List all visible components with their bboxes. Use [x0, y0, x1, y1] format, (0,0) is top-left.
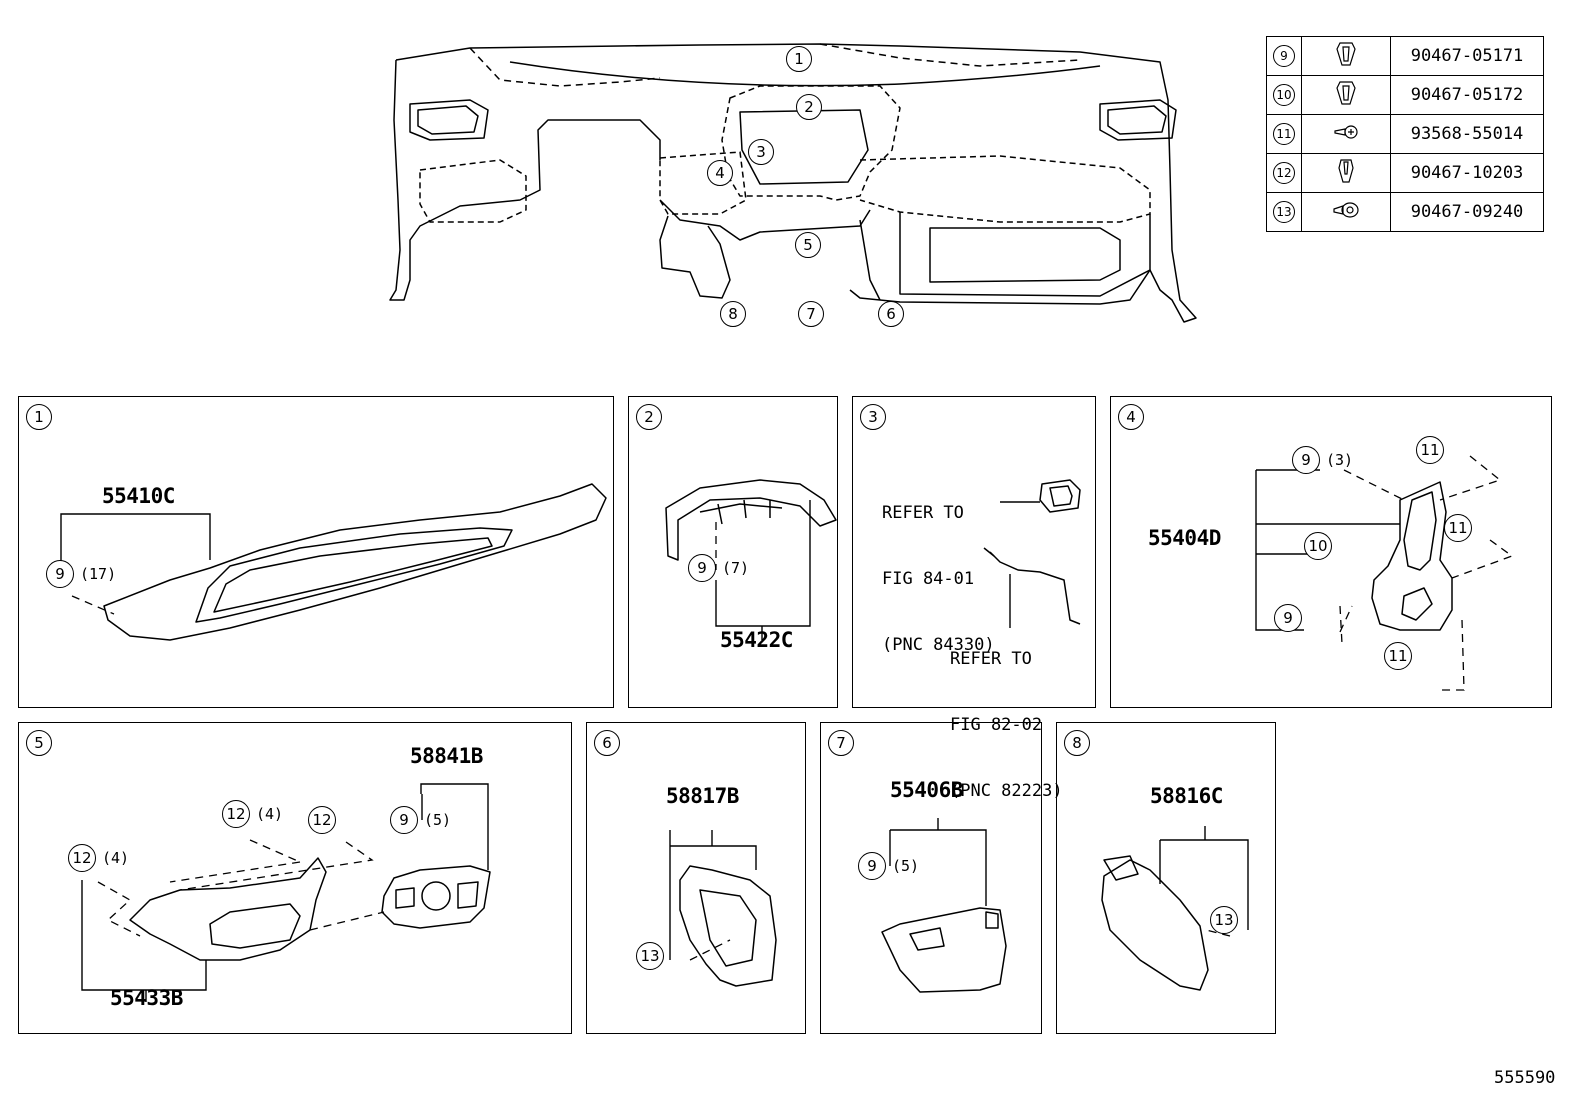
panel-7-index: 7 [828, 730, 854, 756]
clip-callout-9: 9 [1292, 446, 1320, 474]
clip-callout-9: 9 [688, 554, 716, 582]
rivet-icon [1333, 202, 1359, 218]
fastener-parts-table: 9 90467-05171 10 90467-05172 11 93568-55… [1266, 36, 1544, 232]
panel-5 [18, 722, 572, 1034]
panel-3 [852, 396, 1096, 708]
part-55406B-drawing [881, 907, 1007, 993]
reference-note-82223: REFER TO FIG 82-02 (PNC 82223) [950, 649, 1063, 801]
parts-ref-callout: 13 [1273, 201, 1295, 223]
switch-and-harness-drawing [983, 479, 1081, 625]
instrument-panel-overview [389, 43, 1197, 323]
pnc-58816C: 58816C [1150, 784, 1223, 808]
panel-8 [1056, 722, 1276, 1034]
parts-ref-callout: 12 [1273, 162, 1295, 184]
overview-callout-1: 1 [786, 46, 812, 72]
part-number: 90467-05172 [1390, 75, 1544, 115]
parts-table-row: 11 93568-55014 [1266, 114, 1544, 154]
part-55410C-drawing [103, 483, 607, 641]
clip-quantity: (4) [256, 805, 284, 823]
rivet-callout-13: 13 [636, 942, 664, 970]
panel-6-index: 6 [594, 730, 620, 756]
part-number: 90467-09240 [1390, 192, 1544, 232]
document-number: 555590 [1494, 1068, 1556, 1088]
clip-quantity: (7) [722, 559, 750, 577]
clip-quantity: (5) [892, 857, 920, 875]
panel-4 [1110, 396, 1552, 708]
panel-5-index: 5 [26, 730, 52, 756]
clip-callout-12: 12 [308, 806, 336, 834]
clip-callout-9: 9 [390, 806, 418, 834]
overview-callout-4: 4 [707, 160, 733, 186]
panel-1 [18, 396, 614, 708]
clip-icon [1338, 159, 1354, 183]
screw-callout-11: 11 [1384, 642, 1412, 670]
pnc-55433B: 55433B [110, 986, 183, 1010]
parts-table-row: 12 90467-10203 [1266, 153, 1544, 193]
part-number: 90467-05171 [1390, 36, 1544, 76]
parts-table-row: 13 90467-09240 [1266, 192, 1544, 232]
panel-2 [628, 396, 838, 708]
pnc-55422C: 55422C [720, 628, 793, 652]
panel-1-index: 1 [26, 404, 52, 430]
panel-3-index: 3 [860, 404, 886, 430]
panel-6 [586, 722, 806, 1034]
clip-quantity: (3) [1326, 451, 1354, 469]
pnc-58817B: 58817B [666, 784, 739, 808]
clip-icon [1336, 42, 1356, 66]
overview-callout-2: 2 [796, 94, 822, 120]
leader-lines [60, 469, 1400, 1002]
clip-callout-9: 9 [46, 560, 74, 588]
panel-2-index: 2 [636, 404, 662, 430]
clip-quantity: (5) [424, 811, 452, 829]
rivet-callout-13: 13 [1210, 906, 1238, 934]
parts-ref-callout: 10 [1273, 84, 1295, 106]
part-number: 90467-10203 [1390, 153, 1544, 193]
dashed-fastener-lines [71, 455, 1514, 961]
parts-table-row: 10 90467-05172 [1266, 75, 1544, 115]
overview-callout-5: 5 [795, 232, 821, 258]
overview-callout-6: 6 [878, 301, 904, 327]
reference-note-84330: REFER TO FIG 84-01 (PNC 84330) [882, 503, 995, 655]
part-58841B-drawing [381, 865, 491, 929]
pnc-55410C: 55410C [102, 484, 175, 508]
part-58816C-drawing [1101, 855, 1209, 991]
panel-4-index: 4 [1118, 404, 1144, 430]
screw-callout-11: 11 [1444, 514, 1472, 542]
clip-callout-10: 10 [1304, 532, 1332, 560]
part-number: 93568-55014 [1390, 114, 1544, 154]
clip-quantity: (4) [102, 849, 130, 867]
screw-callout-11: 11 [1416, 436, 1444, 464]
parts-ref-callout: 11 [1273, 123, 1295, 145]
overview-callout-8: 8 [720, 301, 746, 327]
part-55433B-drawing [129, 857, 327, 961]
part-58817B-drawing [679, 865, 777, 987]
pnc-55406B: 55406B [890, 778, 963, 802]
panel-8-index: 8 [1064, 730, 1090, 756]
screw-icon [1334, 125, 1358, 139]
clip-callout-12: 12 [222, 800, 250, 828]
clip-callout-12: 12 [68, 844, 96, 872]
parts-ref-callout: 9 [1273, 45, 1295, 67]
parts-table-row: 9 90467-05171 [1266, 36, 1544, 76]
pnc-55404D: 55404D [1148, 526, 1221, 550]
clip-quantity: (17) [80, 565, 117, 583]
overview-callout-3: 3 [748, 139, 774, 165]
clip-callout-9: 9 [858, 852, 886, 880]
clip-icon [1336, 81, 1356, 105]
pnc-58841B: 58841B [410, 744, 483, 768]
clip-callout-9: 9 [1274, 604, 1302, 632]
panel-7 [820, 722, 1042, 1034]
overview-callout-7: 7 [798, 301, 824, 327]
